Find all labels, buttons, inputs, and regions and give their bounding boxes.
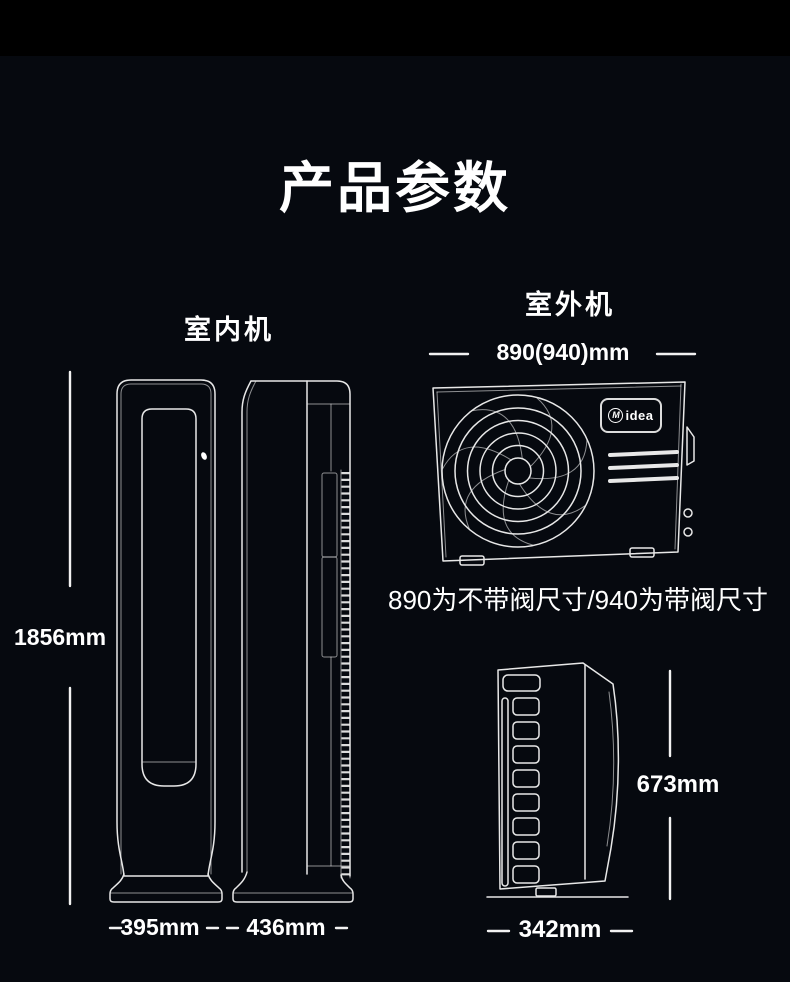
side-vent-slots <box>512 697 540 884</box>
outdoor-unit-label: 室外机 <box>525 290 615 320</box>
outdoor-front-drawing <box>432 381 695 566</box>
side-foot <box>535 887 557 897</box>
dimension-lines <box>68 352 697 933</box>
outdoor-side-height-label: 673mm <box>636 771 720 798</box>
indoor-side-depth-label: 436mm <box>246 914 326 940</box>
outdoor-side-drawing <box>486 662 629 898</box>
indoor-unit-label: 室内机 <box>184 315 274 345</box>
left-foot <box>459 555 485 566</box>
indoor-front-drawing <box>109 379 223 903</box>
indoor-height-label: 1856mm <box>14 624 107 650</box>
right-foot <box>629 547 655 558</box>
top-black-band <box>0 0 790 56</box>
midea-logo: M idea <box>600 398 662 433</box>
side-vent-comb <box>340 469 351 879</box>
valve-connectors <box>683 508 693 537</box>
fan-grille <box>441 394 595 548</box>
fan-blades <box>442 397 588 546</box>
indoor-front-width-label: 395mm <box>120 914 200 940</box>
outdoor-width-label: 890(940)mm <box>496 339 630 365</box>
front-base <box>109 873 223 903</box>
outdoor-width-note: 890为不带阀尺寸/940为带阀尺寸 <box>388 585 768 615</box>
indoor-side-drawing <box>232 380 354 903</box>
page-title: 产品参数 <box>278 157 511 219</box>
front-panel-indicator-dot <box>201 452 207 460</box>
outdoor-side-depth-label: 342mm <box>518 916 602 943</box>
midea-logo-text: idea <box>625 408 654 423</box>
side-panel-edge <box>686 426 695 466</box>
vent-slats <box>608 450 679 483</box>
side-base <box>232 871 354 903</box>
midea-logo-circle: M <box>608 408 624 423</box>
